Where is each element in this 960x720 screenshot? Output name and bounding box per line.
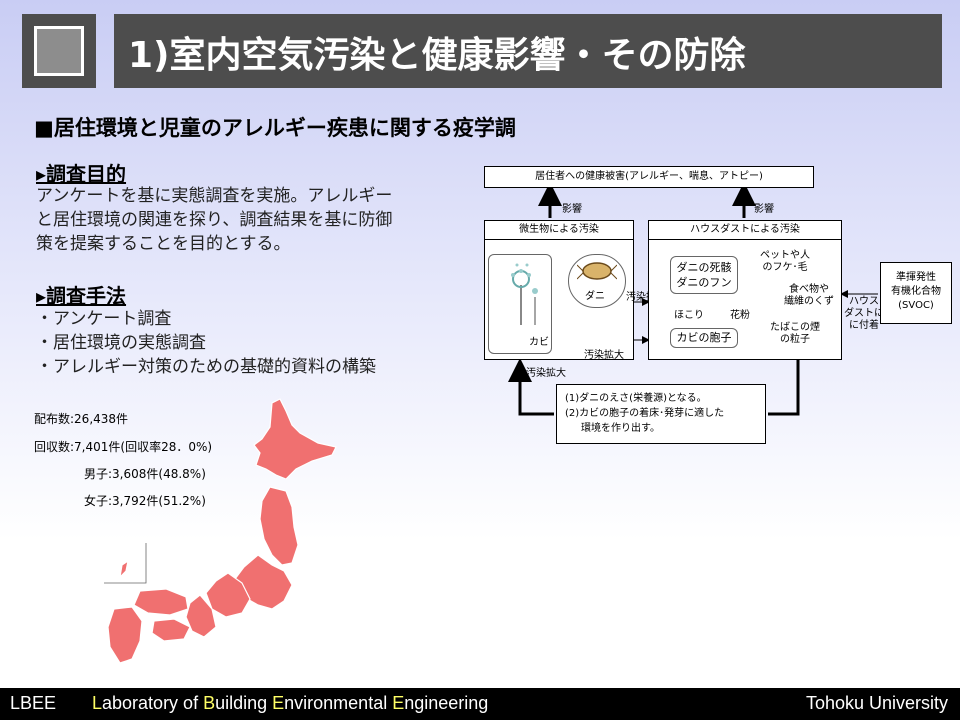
attach-line: ダストに — [844, 308, 884, 319]
logo-square-icon — [34, 26, 84, 76]
food-line: 食べ物や — [789, 284, 829, 295]
purpose-heading: ▸調査目的 — [36, 162, 127, 186]
attach-text: ハウス ダストに に付着 — [844, 296, 884, 332]
stat-distributed: 配布数:26,438件 — [34, 412, 129, 426]
influence-label-left: 影響 — [562, 204, 582, 215]
map-region-chubu — [205, 572, 251, 618]
method-heading: ▸調査手法 — [36, 284, 127, 308]
lab-initial: E — [272, 693, 285, 713]
mite-waste-line: ダニのフン — [676, 276, 732, 289]
map-region-tohoku — [259, 486, 299, 566]
map-region-kyushu — [107, 606, 143, 664]
attach-line: に付着 — [849, 320, 879, 331]
smoke-text: たばこの煙 の粒子 — [770, 322, 820, 346]
page-title: 1)室内空気汚染と健康影響・その防除 — [128, 35, 746, 76]
svoc-box: 準揮発性 有機化合物 (SVOC) — [880, 262, 952, 324]
micro-pollution-label: 微生物による汚染 — [485, 221, 633, 240]
pet-line: ペットや人 — [760, 250, 810, 261]
pollen-label: 花粉 — [730, 310, 750, 321]
mold-icon — [511, 263, 538, 325]
lab-initial: B — [203, 693, 216, 713]
method-line: ・アレルギー対策のための基礎的資料の構築 — [36, 357, 376, 377]
footer-lbee: LBEE — [10, 693, 57, 713]
section-subtitle: ■居住環境と児童のアレルギー疾患に関する疫学調 — [34, 116, 516, 140]
notes-box: (1)ダニのえさ(栄養源)となる。 (2)カビの胞子の着床･発芽に適した 環境を… — [556, 384, 766, 444]
lab-word: nvironmental — [284, 693, 393, 713]
lab-word: aboratory of — [102, 693, 204, 713]
map-region-chugoku — [133, 588, 189, 616]
stat-male: 男子:3,608件(48.8%) — [84, 467, 206, 481]
title-bar: 1)室内空気汚染と健康影響・その防除 — [114, 14, 942, 88]
japan-map — [104, 398, 337, 664]
map-region-hokkaido — [253, 398, 337, 480]
health-damage-box: 居住者への健康被害(アレルギー、喘息、アトピー) — [484, 166, 814, 188]
purpose-line: と居住環境の関連を探り、調査結果を基に防御 — [36, 210, 393, 230]
purpose-text: アンケートを基に実態調査を実施。アレルギー と居住環境の関連を探り、調査結果を基… — [36, 184, 392, 256]
method-line: ・居住環境の実態調査 — [36, 333, 206, 353]
stat-collected: 回収数:7,401件(回収率28．0%) — [34, 440, 213, 454]
purpose-line: アンケートを基に実態調査を実施。アレルギー — [36, 186, 393, 206]
smoke-line: の粒子 — [780, 334, 810, 345]
influence-label-right: 影響 — [754, 204, 774, 215]
mite-icon — [577, 262, 617, 280]
logo-box — [22, 14, 96, 88]
pet-line: のフケ･毛 — [762, 262, 808, 273]
mite-waste-box: ダニの死骸 ダニのフン — [670, 256, 738, 294]
mold-label: カビ — [529, 337, 549, 348]
mite-waste-line: ダニの死骸 — [676, 261, 732, 274]
food-line: 繊維のくず — [784, 296, 834, 307]
map-region-shikoku — [151, 618, 191, 642]
mite-label: ダニ — [585, 291, 605, 302]
stat-female: 女子:3,792件(51.2%) — [84, 494, 206, 508]
svoc-line: 準揮発性 — [896, 272, 936, 283]
spread-label-1: 汚染拡大 — [626, 292, 666, 303]
lab-initial: E — [392, 693, 405, 713]
map-region-kinki — [185, 594, 217, 638]
food-fiber-text: 食べ物や 繊維のくず — [784, 284, 834, 308]
note-line: (2)カビの胞子の着床･発芽に適した — [565, 408, 725, 419]
note-line: (1)ダニのえさ(栄養源)となる。 — [565, 393, 707, 404]
spread-label-2: 汚染拡大 — [584, 350, 624, 361]
spore-box: カビの胞子 — [670, 328, 738, 348]
attach-line: ハウス — [849, 296, 879, 307]
footer-bar: LBEE Laboratory of Building Environmenta… — [0, 688, 960, 720]
pollution-diagram: 居住者への健康被害(アレルギー、喘息、アトピー) 影響 影響 微生物による汚染 … — [478, 158, 952, 448]
smoke-line: たばこの煙 — [770, 322, 820, 333]
mold-box: カビ — [488, 254, 552, 354]
dust-label: ほこり — [674, 310, 704, 321]
lab-word: ngineering — [404, 693, 489, 713]
mite-box: ダニ — [568, 254, 626, 308]
method-line: ・アンケート調査 — [36, 309, 172, 329]
dust-pollution-label: ハウスダストによる汚染 — [649, 221, 841, 240]
lab-initial: L — [92, 693, 103, 713]
footer-university: Tohoku University — [805, 693, 948, 713]
svoc-line: 有機化合物 — [891, 286, 941, 297]
purpose-line: 策を提案することを目的とする。 — [36, 234, 291, 254]
lab-word: uilding — [215, 693, 273, 713]
method-text: ・アンケート調査 ・居住環境の実態調査 ・アレルギー対策のための基礎的資料の構築 — [36, 307, 376, 379]
note-line: 環境を作り出す。 — [581, 423, 660, 434]
spread-label-3: 汚染拡大 — [526, 368, 566, 379]
map-region-okinawa — [119, 559, 129, 579]
footer-lab-name: Laboratory of Building Environmental Eng… — [92, 693, 488, 714]
pet-dander-text: ペットや人 のフケ･毛 — [760, 250, 810, 274]
svoc-line: (SVOC) — [898, 300, 934, 311]
